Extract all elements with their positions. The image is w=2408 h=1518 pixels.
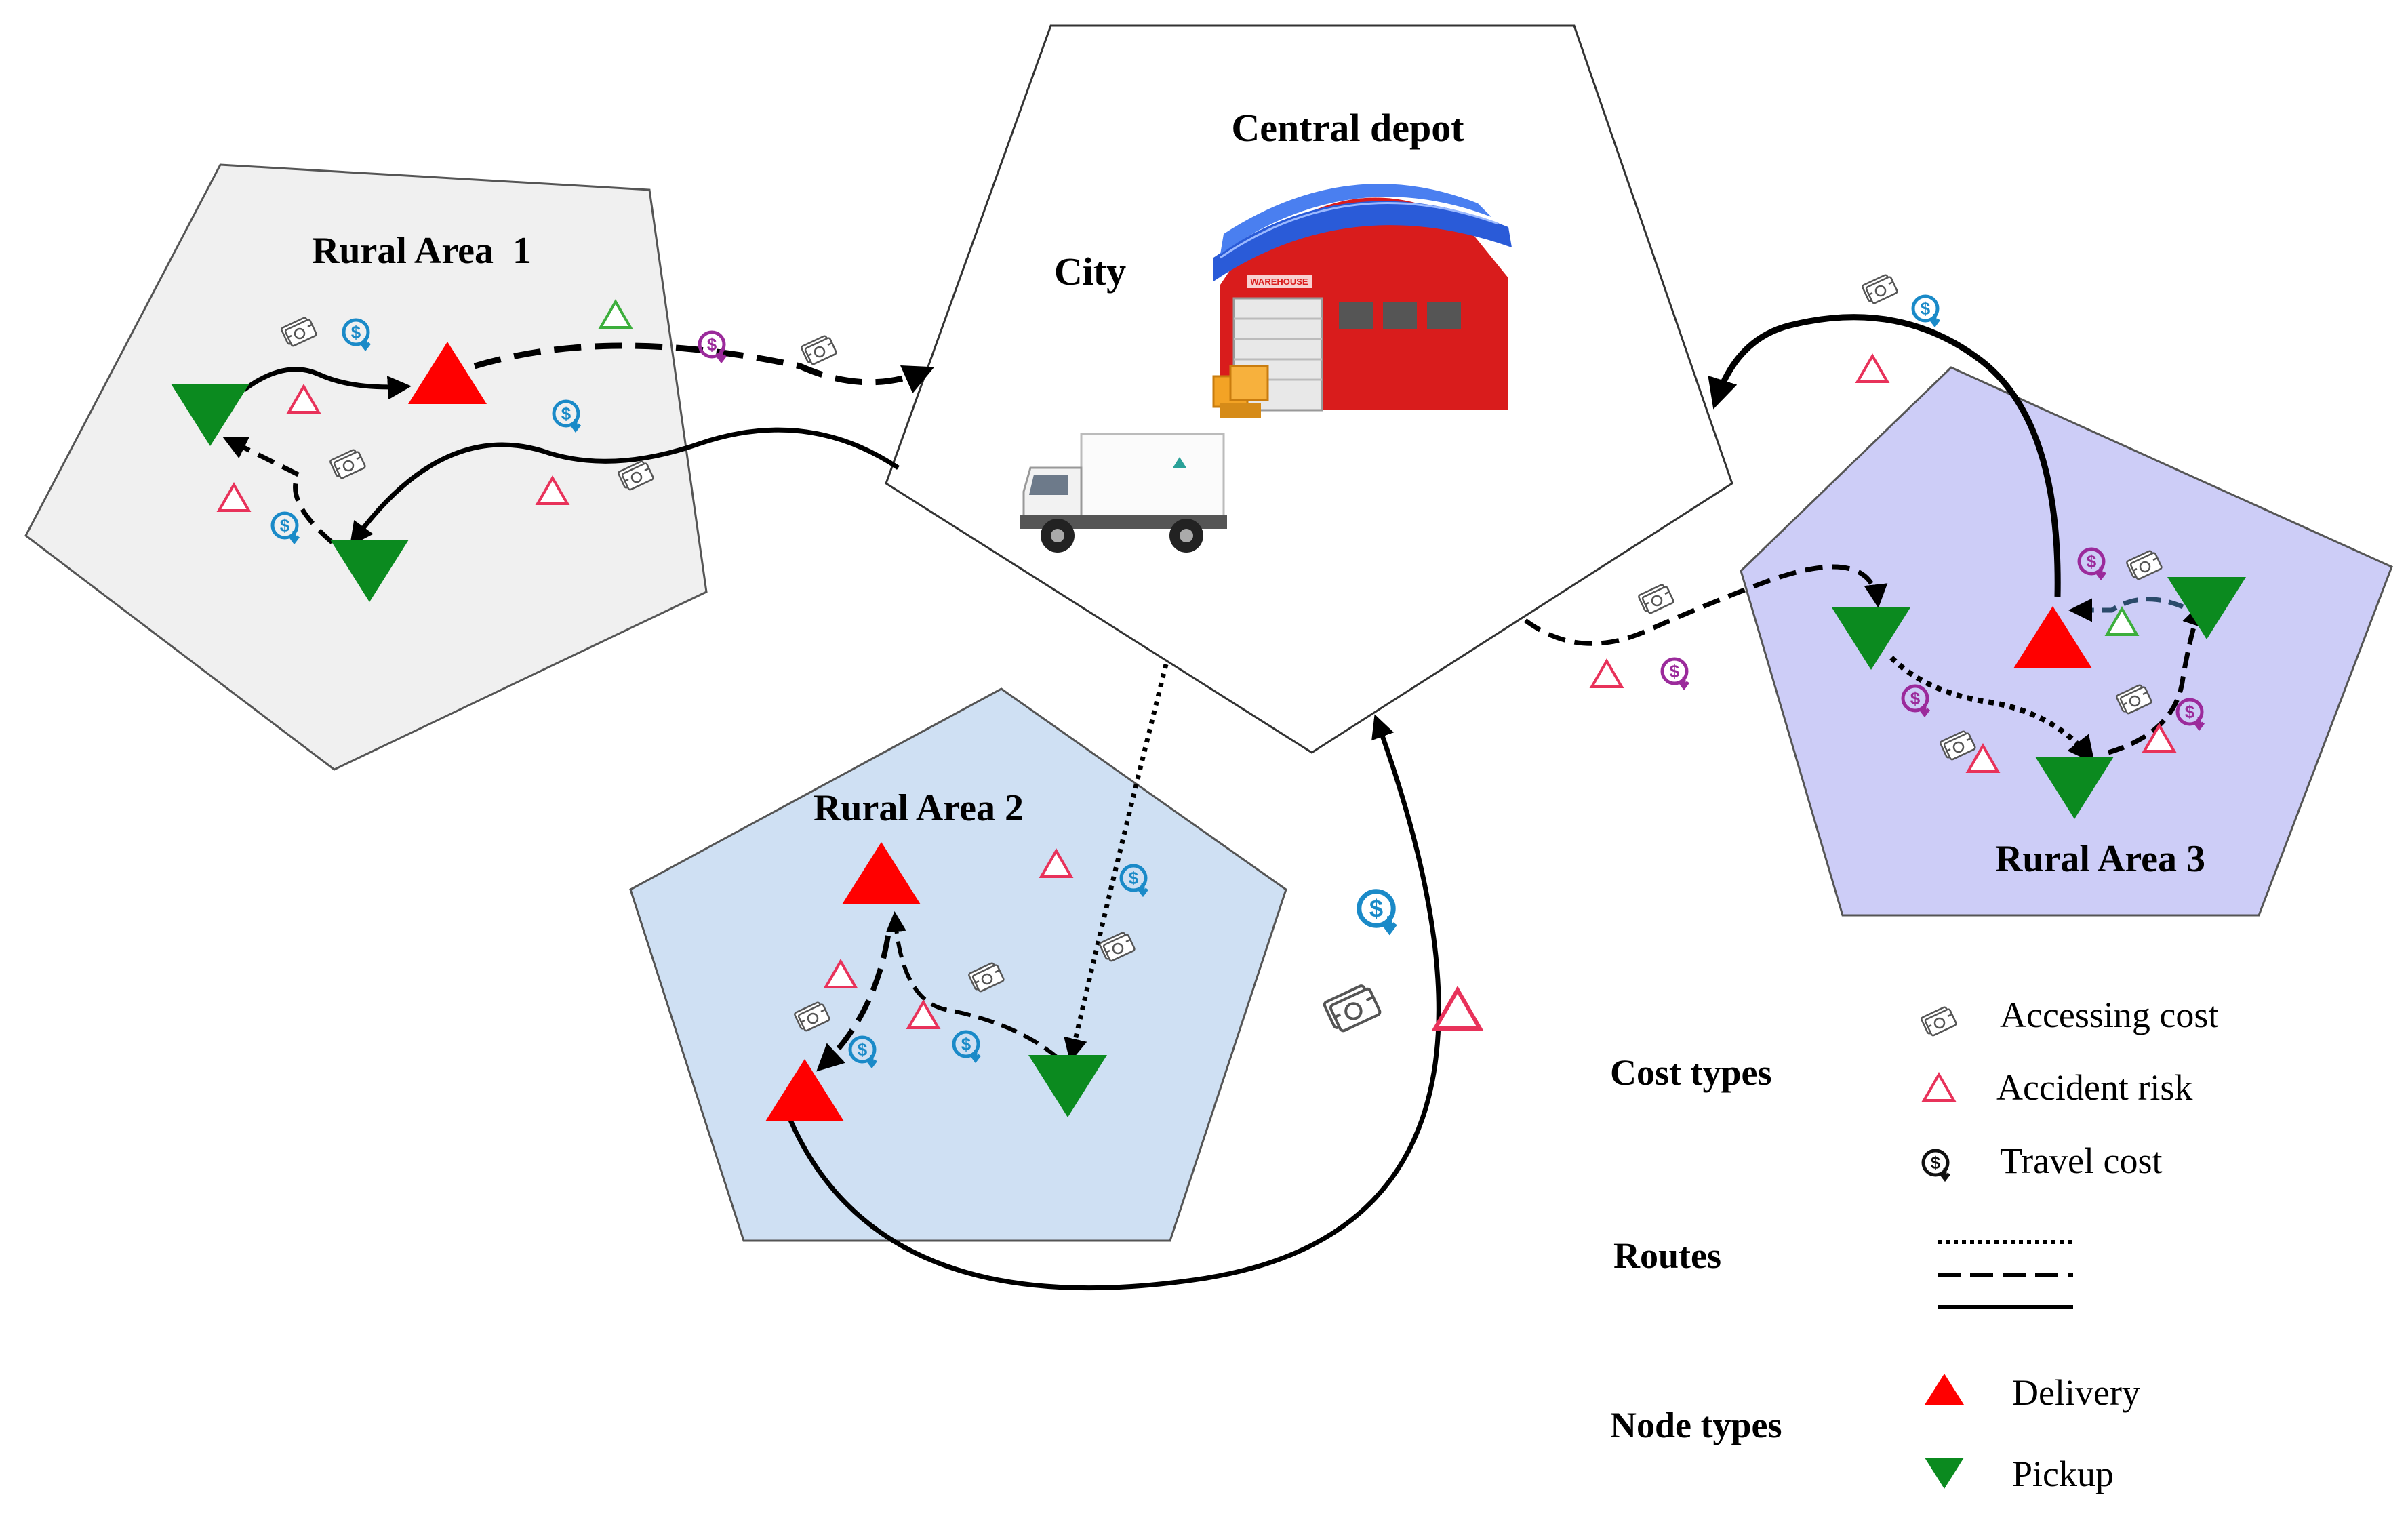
accident-risk-icon — [1923, 1073, 1955, 1102]
route-a2-to-city — [787, 714, 1441, 1291]
legend-delivery: Delivery — [2012, 1372, 2140, 1413]
travel-cost-icon — [1913, 296, 1939, 325]
route-city-to-a3-pickup — [1523, 564, 1888, 646]
legend-travel-cost: Travel cost — [2000, 1140, 2163, 1181]
warehouse-sign: WAREHOUSE — [1250, 277, 1308, 287]
route-a3-delivery-to-city — [1708, 314, 2061, 597]
travel-cost-icon — [1923, 1151, 1949, 1179]
rural-area-3-label: Rural Area 3 — [1995, 838, 2205, 880]
accessing-cost-icon — [1861, 273, 1899, 305]
boxes-icon — [1212, 365, 1269, 418]
routes — [222, 314, 2205, 1291]
route-a3-bottom-to-right-pickup — [2107, 602, 2205, 755]
legend-cost-types-title: Cost types — [1610, 1052, 1772, 1093]
city-label: City — [1054, 249, 1126, 294]
truck-icon — [1020, 433, 1227, 553]
legend-accessing-cost: Accessing cost — [2000, 995, 2218, 1035]
route-a1-lower-to-upper-pickup — [222, 437, 334, 544]
route-a1-pickup-to-delivery — [242, 367, 412, 400]
travel-cost-icon — [1359, 892, 1395, 932]
accessing-cost-icon — [1637, 583, 1675, 615]
route-a1-delivery-to-city — [473, 342, 935, 394]
accident-risk-icon — [1590, 660, 1623, 688]
legend-routes-title: Routes — [1613, 1235, 1721, 1276]
travel-cost-icon — [700, 332, 725, 361]
rural-area-1-label: Rural Area 1 — [312, 230, 531, 272]
travel-cost-icon — [1662, 659, 1688, 687]
route-a2-pickup-to-delivery — [885, 911, 1059, 1060]
pickup-icon — [1925, 1458, 1964, 1489]
accident-risk-icon — [1435, 990, 1480, 1028]
rural-area-2-region — [629, 687, 1287, 1242]
accessing-cost-icon — [1323, 985, 1381, 1032]
route-city-to-a1-pickup — [349, 427, 900, 546]
accessing-cost-icon — [800, 334, 838, 366]
rural-area-2-label: Rural Area 2 — [814, 787, 1024, 829]
accessing-cost-icon — [1920, 1005, 1958, 1037]
route-a3-right-pickup-to-delivery — [2068, 597, 2184, 622]
legend-accident-risk: Accident risk — [1996, 1067, 2192, 1108]
legend-node-types-title: Node types — [1610, 1405, 1782, 1445]
route-city-to-a2-pickup — [1064, 664, 1169, 1062]
delivery-icon — [1925, 1374, 1964, 1405]
route-a2-top-to-bottom-delivery — [816, 935, 891, 1072]
rural-area-1-region — [24, 163, 708, 771]
legend-pickup: Pickup — [2012, 1454, 2114, 1494]
accident-risk-icon — [1856, 355, 1889, 383]
legend: Cost types Accessing cost Accident risk … — [1610, 995, 2218, 1494]
central-depot-label: Central depot — [1231, 106, 1464, 150]
